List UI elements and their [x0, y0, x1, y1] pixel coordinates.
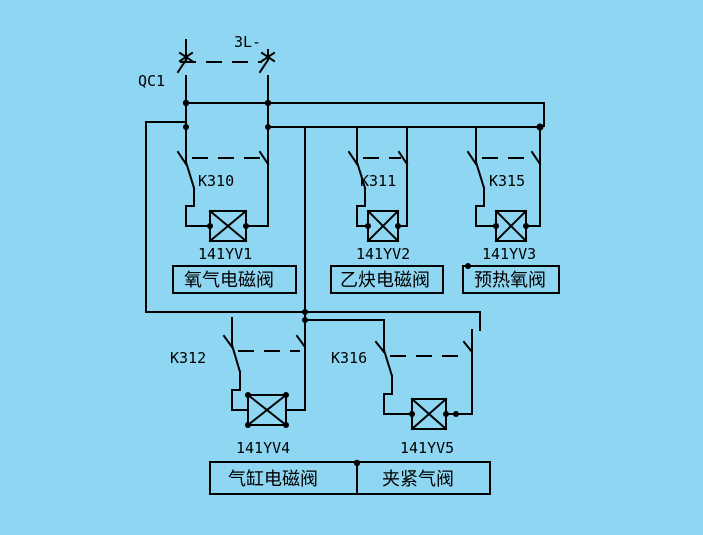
relay-k311-contacts — [347, 149, 409, 227]
valve-yv4-name: 气缸电磁阀 — [228, 468, 318, 490]
bus-lines — [145, 102, 545, 336]
valve-yv1-coil — [207, 209, 249, 243]
valve-yv2-code: 141YV2 — [356, 245, 410, 263]
valve-yv1-code: 141YV1 — [198, 245, 252, 263]
valve-yv2-name: 乙炔电磁阀 — [340, 270, 430, 291]
breaker-qc1 — [176, 39, 276, 104]
valve-yv1-box — [172, 265, 297, 294]
valve-yv4-code: 141YV4 — [236, 439, 290, 457]
valve-yv3-code: 141YV3 — [482, 245, 536, 263]
relay-k316-contacts — [304, 319, 474, 415]
valve-yv3-box — [462, 265, 560, 294]
valve-yv4-coil — [245, 392, 289, 428]
valve-yv5-name: 夹紧气阀 — [382, 469, 454, 490]
valve-yv3-name: 预热氧阀 — [474, 270, 546, 291]
relay-k311-label: K311 — [360, 172, 396, 190]
relay-k315-label: K315 — [489, 172, 525, 190]
breaker-label: 3L- — [234, 33, 261, 51]
valve-yv5-coil — [409, 397, 459, 431]
relay-k316-label: K316 — [331, 349, 367, 367]
relay-k310-contacts — [176, 149, 270, 227]
valve-yv1-name: 氧气电磁阀 — [184, 270, 274, 291]
relay-k310-label: K310 — [198, 172, 234, 190]
breaker-name: QC1 — [138, 72, 165, 90]
valve-yv3-coil — [493, 209, 529, 243]
bottom-label-box — [209, 459, 491, 495]
relay-k312-label: K312 — [170, 349, 206, 367]
valve-yv5-code: 141YV5 — [400, 439, 454, 457]
relay-k312-contacts — [222, 333, 307, 411]
valve-yv2-coil — [365, 209, 401, 243]
valve-yv2-box — [330, 265, 444, 294]
